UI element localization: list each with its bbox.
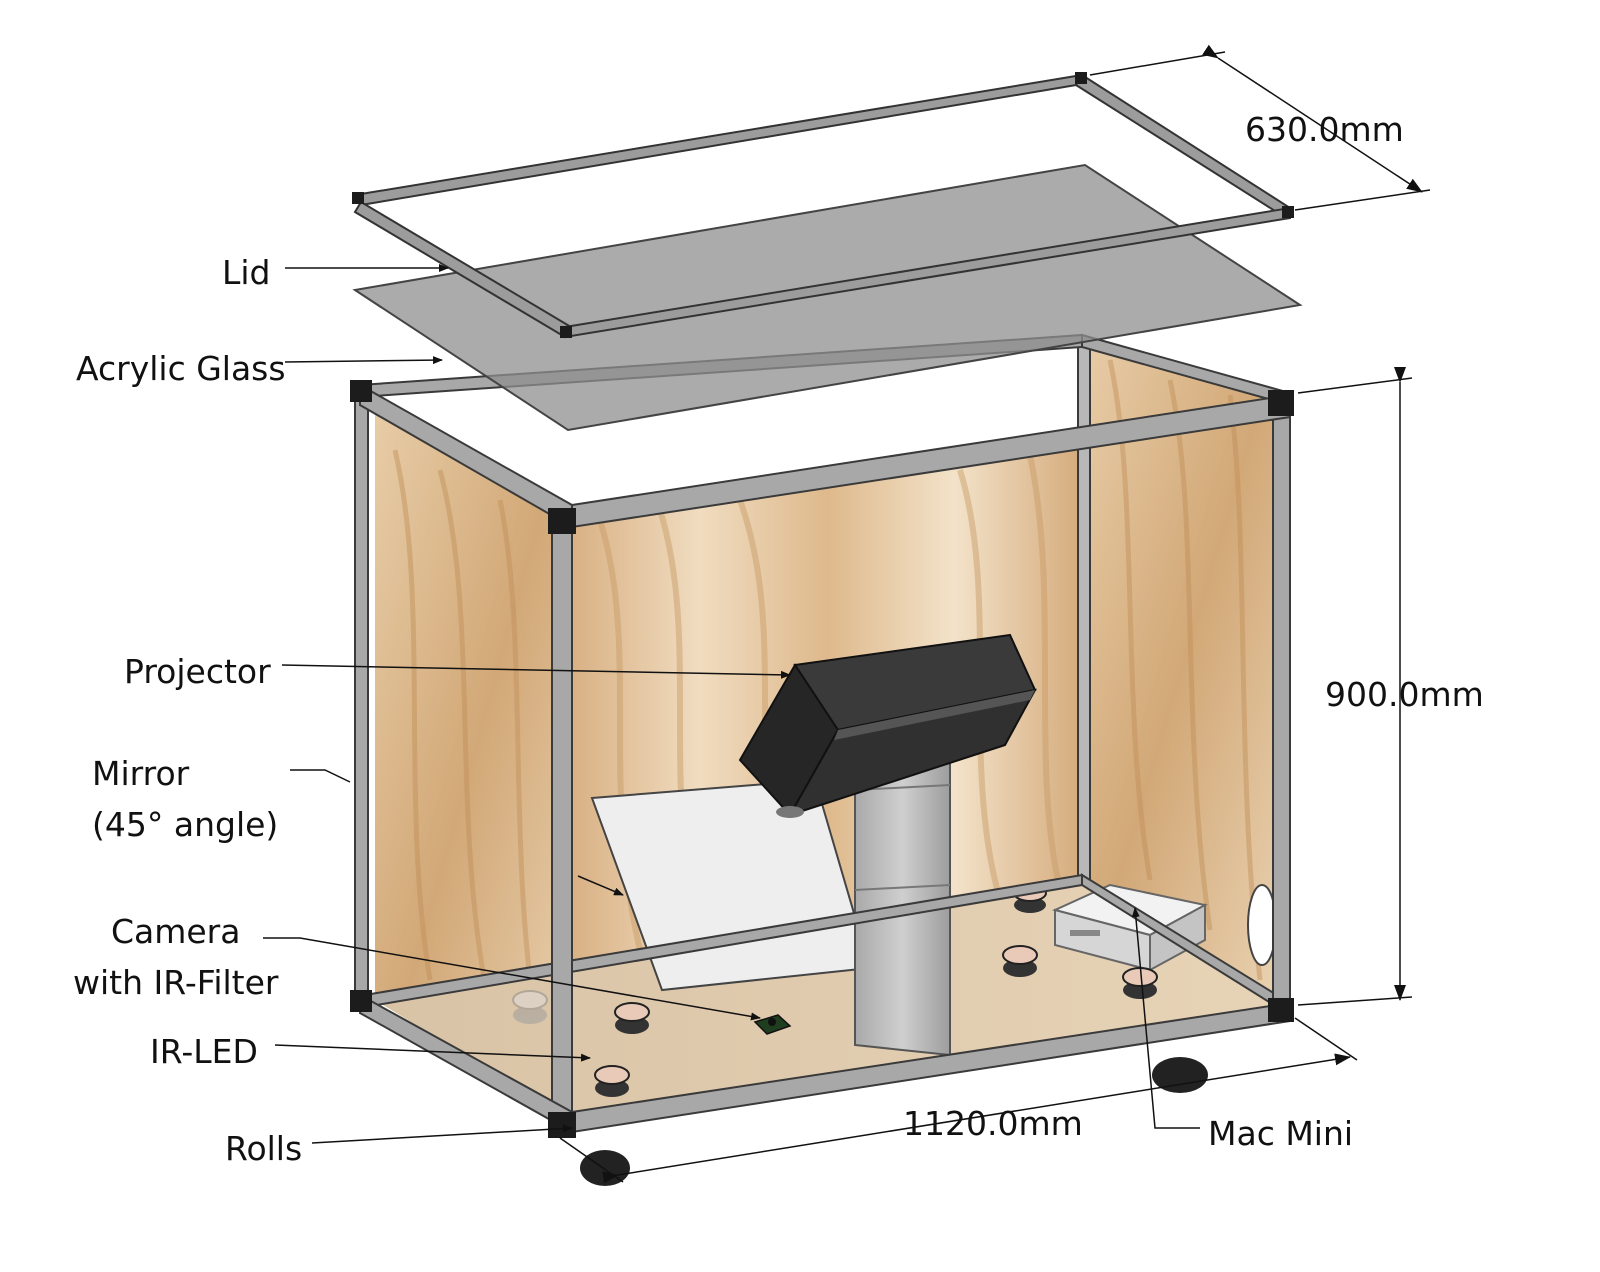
label-lid: Lid [222,253,271,292]
ir-led-5 [594,1065,630,1097]
label-ir-led: IR-LED [150,1032,258,1071]
label-mirror-line2: (45° angle) [92,805,279,844]
lid-corners [352,72,1294,338]
leader-camera [263,937,761,1021]
label-mirror-line1: Mirror [92,754,190,793]
cable-hole [1247,884,1277,966]
dimension-width: 1120.0mm [903,1104,1083,1143]
leader-ir-led [274,1044,591,1062]
ir-led-4 [614,1002,650,1034]
projector [738,633,1037,818]
label-camera-line1: Camera [110,912,241,951]
acrylic-glass [352,163,1303,432]
label-camera-line2: with IR-Filter [73,963,279,1002]
ir-led-2 [1002,945,1038,977]
wheel-front [580,1150,630,1186]
leader-projector [281,664,791,679]
label-mirror: Mirror (45° angle) [92,757,278,841]
label-rolls: Rolls [225,1129,303,1168]
label-acrylic-glass: Acrylic Glass [76,349,286,388]
dimension-depth: 630.0mm [1245,110,1404,149]
camera [753,1014,792,1035]
ir-led-6 [512,990,548,1024]
ir-led-3 [1122,967,1158,999]
leader-acrylic-glass [284,356,443,365]
dim-width-arrow [602,1053,1351,1184]
dim-depth-arrow [1202,44,1423,193]
leader-mirror-inner [577,875,624,896]
frame-corner-connectors [350,380,1294,1138]
leader-mirror [290,769,351,783]
leader-rolls [311,1124,573,1144]
label-mac-mini: Mac Mini [1208,1114,1354,1153]
floor-panel [375,880,1280,1120]
dimension-height: 900.0mm [1325,675,1484,714]
dimension-lines [559,44,1431,1184]
label-projector: Projector [124,652,271,691]
label-camera: Camera with IR-Filter [73,915,278,999]
